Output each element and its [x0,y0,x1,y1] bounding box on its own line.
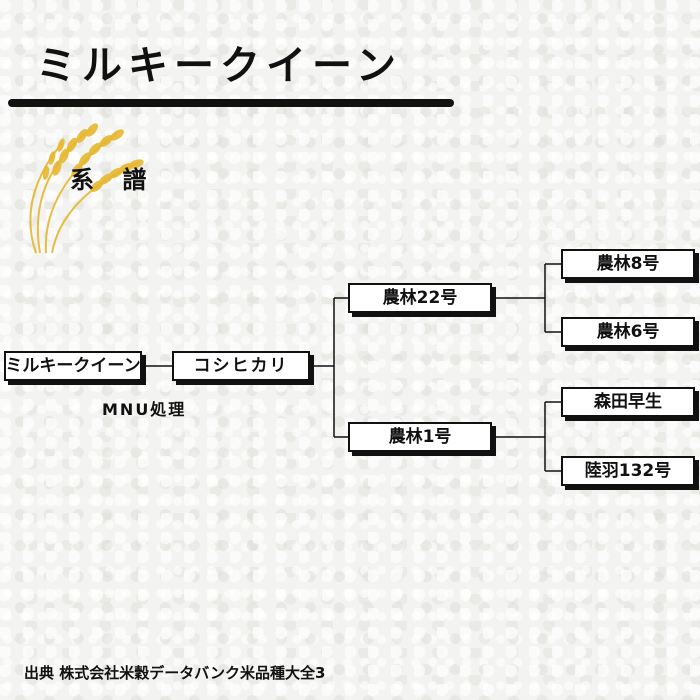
rice-ear-icon [29,123,144,254]
parent-node: コシヒカリ [172,351,310,381]
variety-node: ミルキークイーン [4,351,142,381]
great-grandparent-node: 農林8号 [561,249,695,279]
page-title: ミルキークイーン [36,43,402,89]
title-underline [8,99,454,107]
great-grandparent-node: 森田早生 [561,387,695,417]
grandparent-node: 農林22号 [348,283,492,313]
great-grandparent-node: 陸羽132号 [561,456,695,486]
section-label: 系 譜 [70,166,157,194]
great-grandparent-node: 農林6号 [561,317,695,347]
source-citation: 出典 株式会社米穀データバンク米品種大全3 [24,664,326,682]
treatment-label: MNU処理 [102,400,187,419]
grandparent-node: 農林1号 [348,422,492,452]
